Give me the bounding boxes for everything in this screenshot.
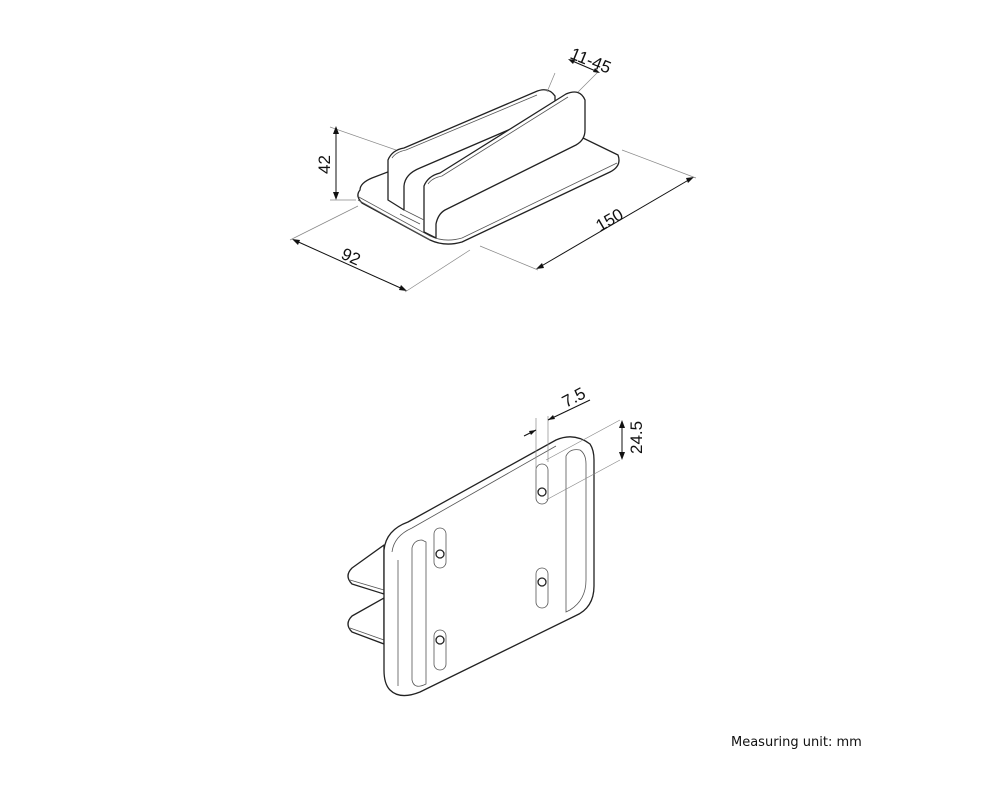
measuring-unit-label: Measuring unit: mm	[731, 735, 862, 750]
dim-height: 42	[315, 155, 334, 174]
dim-slot-width: 11-45	[568, 44, 614, 77]
dim-hole-spacing: 24.5	[627, 421, 646, 454]
dim-length: 150	[593, 205, 627, 236]
dim-width: 92	[338, 244, 363, 269]
dim-hole-offset: 7.5	[559, 384, 589, 412]
stand-bottom-view	[347, 436, 595, 697]
stand-isometric-view	[356, 89, 620, 245]
